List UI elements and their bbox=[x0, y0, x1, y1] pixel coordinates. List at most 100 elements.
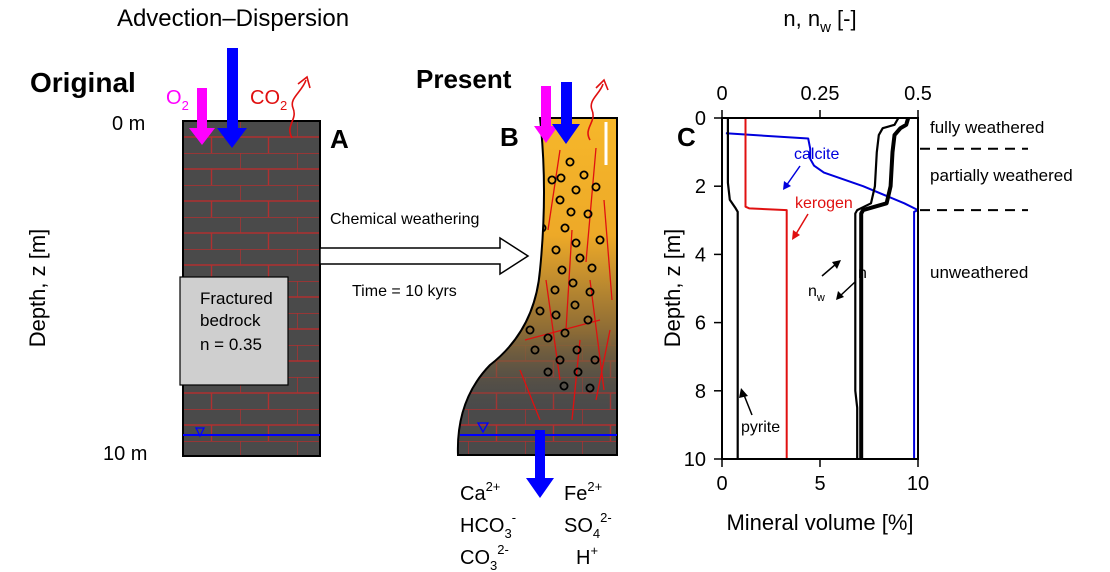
fracture bbox=[519, 369, 541, 421]
panel-a-depth-axis-label: Depth, z [m] bbox=[25, 229, 50, 348]
series-kerogen-line bbox=[744, 118, 788, 459]
pore bbox=[551, 310, 561, 320]
box-line3: n = 0.35 bbox=[200, 335, 262, 354]
kerogen-arrowhead bbox=[792, 230, 800, 240]
box-line2: bedrock bbox=[200, 311, 261, 330]
pore bbox=[530, 345, 540, 355]
pore bbox=[525, 325, 535, 335]
fracture bbox=[565, 229, 573, 331]
kerogen-label: kerogen bbox=[795, 195, 853, 212]
zone-unweathered: unweathered bbox=[930, 263, 1028, 282]
pore bbox=[590, 355, 600, 365]
x-tick-label: 10 bbox=[907, 473, 929, 495]
series-n-line bbox=[859, 117, 911, 459]
co2-arrow-b bbox=[587, 83, 604, 141]
co2-arrow-a bbox=[289, 79, 307, 139]
advection-arrow-b bbox=[552, 82, 580, 144]
pore bbox=[571, 238, 581, 248]
calcite-pointer bbox=[785, 165, 801, 187]
pore bbox=[570, 300, 580, 310]
outflow-arrow bbox=[526, 430, 554, 498]
weathering-transition: Chemical weathering Time = 10 kyrs bbox=[319, 211, 530, 300]
series-pyrite-line bbox=[726, 118, 739, 459]
advection-arrow-a bbox=[217, 48, 247, 148]
panel-a-letter: A bbox=[330, 124, 349, 154]
ions-left: Ca2+HCO3-CO32- bbox=[460, 479, 516, 572]
pore bbox=[591, 182, 601, 192]
pore bbox=[583, 209, 593, 219]
top-depth-label: 0 m bbox=[112, 113, 145, 135]
pore bbox=[557, 265, 567, 275]
pore bbox=[543, 367, 553, 377]
pyrite-arrowhead bbox=[739, 388, 748, 398]
plot-frame bbox=[721, 117, 919, 460]
y-tick-label: 6 bbox=[695, 313, 706, 335]
pore bbox=[571, 185, 581, 195]
ions-right: Fe2+SO42-H+ bbox=[564, 479, 612, 569]
series-nw-line bbox=[854, 117, 900, 459]
co2-arrowhead-a bbox=[297, 75, 311, 89]
box-line1: Fractured bbox=[200, 289, 273, 308]
pore bbox=[572, 345, 582, 355]
calcite-arrowhead bbox=[783, 181, 791, 190]
panel-b-letter: B bbox=[500, 122, 519, 152]
pore bbox=[559, 381, 569, 391]
ion-label: H+ bbox=[576, 543, 598, 569]
pore bbox=[585, 287, 595, 297]
x-tick-label: 5 bbox=[814, 473, 825, 495]
fracture bbox=[547, 149, 561, 231]
bedrock-info-box bbox=[179, 276, 289, 386]
panel-b: Present B Ca2+HCO3-CO32- Fe2+SO42-H+ bbox=[416, 64, 618, 572]
panel-c-letter: C bbox=[677, 122, 696, 152]
present-heading: Present bbox=[416, 64, 512, 94]
series-calcite-line bbox=[725, 132, 919, 459]
x2-tick-label: 0 bbox=[716, 83, 727, 105]
pore bbox=[535, 306, 545, 316]
pore bbox=[566, 207, 576, 217]
pore bbox=[560, 328, 570, 338]
ion-label: Ca2+ bbox=[460, 479, 500, 505]
fracture bbox=[595, 329, 611, 401]
panel-a: Original Fractured bedrock n = 0.35 O2 C… bbox=[25, 48, 349, 465]
top-axis-label: n, nw [-] bbox=[783, 6, 856, 36]
ion-label: CO32- bbox=[460, 542, 509, 572]
time-label: Time = 10 kyrs bbox=[352, 283, 457, 300]
bottom-depth-label: 10 m bbox=[103, 443, 147, 465]
zone-fully-weathered: fully weathered bbox=[930, 118, 1044, 137]
y-tick-label: 8 bbox=[695, 381, 706, 403]
pyrite-pointer bbox=[743, 394, 753, 416]
fracture bbox=[585, 147, 597, 263]
fracture bbox=[603, 199, 613, 301]
n-label: n bbox=[858, 265, 867, 282]
advection-dispersion-label: Advection–Dispersion bbox=[117, 5, 349, 32]
pore bbox=[583, 315, 593, 325]
pore bbox=[575, 253, 585, 263]
oxygen-arrow bbox=[189, 88, 215, 145]
pore bbox=[556, 173, 566, 183]
pore bbox=[595, 235, 605, 245]
pore bbox=[587, 263, 597, 273]
nw-pointer bbox=[821, 263, 837, 277]
x2-tick-label: 0.25 bbox=[801, 83, 840, 105]
y-tick-label: 2 bbox=[695, 176, 706, 198]
calcite-label: calcite bbox=[794, 146, 839, 163]
y-tick-label: 0 bbox=[695, 108, 706, 130]
co2-label: CO2 bbox=[250, 87, 287, 113]
present-rock-column bbox=[456, 117, 618, 456]
pyrite-label: pyrite bbox=[741, 419, 780, 436]
original-heading: Original bbox=[30, 67, 136, 98]
nw-arrowhead bbox=[832, 260, 841, 269]
pore bbox=[560, 223, 570, 233]
nw-label: nw bbox=[808, 283, 825, 304]
pore bbox=[551, 245, 561, 255]
x-tick-label: 0 bbox=[716, 473, 727, 495]
pore bbox=[568, 278, 578, 288]
co2-arrowhead-b bbox=[595, 78, 609, 91]
x2-tick-label: 0.5 bbox=[904, 83, 932, 105]
pore bbox=[555, 355, 565, 365]
water-table-icon-b bbox=[476, 422, 490, 434]
kerogen-pointer bbox=[795, 213, 809, 235]
transition-arrow bbox=[319, 236, 530, 276]
water-table-icon bbox=[194, 427, 206, 438]
pore bbox=[579, 170, 589, 180]
